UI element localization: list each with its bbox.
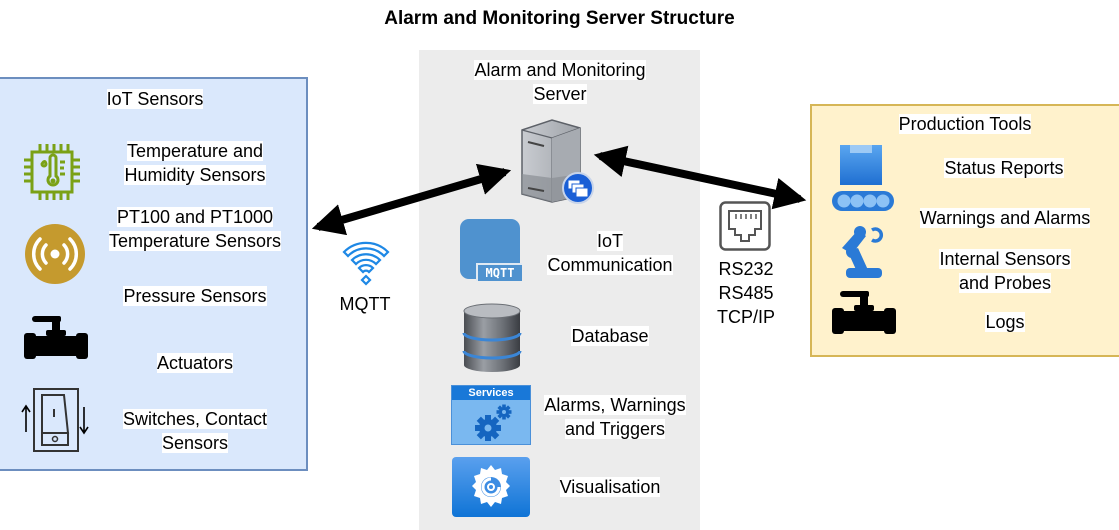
server-item-visualisation-label: Visualisation <box>559 477 661 497</box>
pt-sensor-signal-icon <box>25 224 85 284</box>
switch-icon <box>21 388 89 452</box>
grafana-icon <box>452 457 530 517</box>
mqtt-icon: MQTT <box>460 219 522 281</box>
database-icon <box>462 303 522 372</box>
robot-arm-icon <box>842 226 883 278</box>
mqtt-icon-text: MQTT <box>476 263 522 281</box>
wifi-icon <box>342 241 390 286</box>
prod-item-logs-label: Logs <box>985 312 1025 332</box>
prod-item-status-reports-label: Status Reports <box>944 158 1064 178</box>
valve-icon <box>832 291 896 334</box>
services-icon-text: Services <box>452 386 530 400</box>
iot-item-actuators-label: Actuators <box>156 353 234 373</box>
gear-icon <box>475 404 512 441</box>
server-icon <box>521 119 594 204</box>
iot-item-pressure-label: Pressure Sensors <box>123 286 267 306</box>
server-item-database-label: Database <box>571 326 649 346</box>
services-gears-icon: Services <box>451 385 531 445</box>
diagram-title: Alarm and Monitoring Server Structure <box>384 8 735 29</box>
production-tools-heading: Production Tools <box>898 114 1032 134</box>
temperature-humidity-chip-icon <box>24 144 80 200</box>
iot-sensors-heading: IoT Sensors <box>106 89 204 109</box>
prod-item-warnings-label: Warnings and Alarms <box>919 208 1091 228</box>
valve-icon <box>24 316 88 359</box>
conveyor-icon <box>832 145 894 211</box>
ethernet-port-icon <box>719 201 771 251</box>
mqtt-link-label: MQTT <box>339 294 391 314</box>
